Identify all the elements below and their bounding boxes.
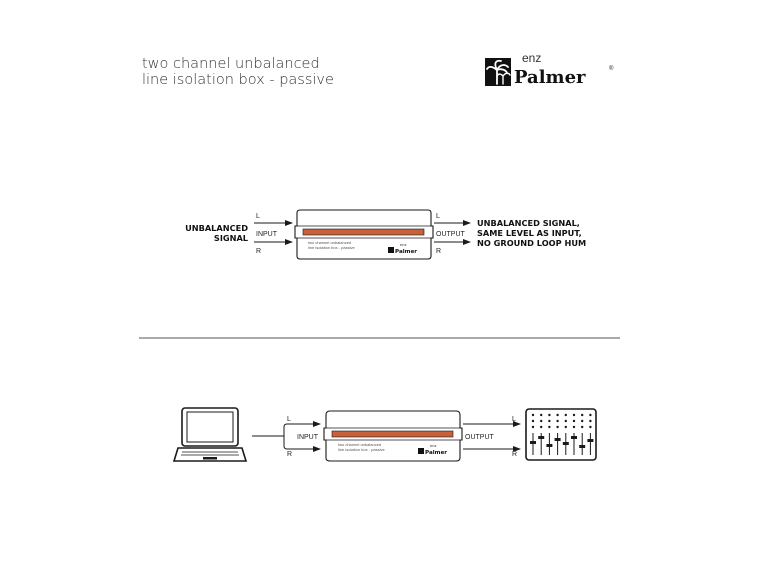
isolation-box-device: two channel unbalanced line isolation bo… bbox=[323, 410, 463, 462]
input-channel-r: R bbox=[287, 451, 292, 458]
accent-stripe bbox=[302, 228, 425, 236]
mixer-knob bbox=[564, 419, 567, 423]
input-channel-l: L bbox=[256, 213, 260, 220]
device-palm-icon bbox=[418, 448, 424, 454]
mixer-knob bbox=[531, 413, 535, 417]
left-label-line-1: UNBALANCED bbox=[185, 223, 248, 233]
mixer-knob bbox=[589, 425, 592, 429]
mixer-fader-cap bbox=[587, 439, 594, 442]
logo-name: Palmer bbox=[514, 67, 586, 88]
mixer-knob bbox=[548, 425, 551, 429]
output-channel-r: R bbox=[436, 248, 441, 255]
diagram-2: L INPUT R two channel unbalanced line is… bbox=[172, 407, 597, 462]
device-logo-name: Palmer bbox=[395, 249, 417, 255]
mixer-fader-cap bbox=[530, 441, 536, 444]
mixer-fader-cap bbox=[546, 444, 553, 447]
mixer-knob bbox=[581, 413, 584, 417]
mixer-knob bbox=[531, 419, 535, 423]
device-logo-prefix: enz bbox=[430, 443, 436, 448]
logo-registered: ® bbox=[609, 65, 614, 72]
title-line-1: two channel unbalanced bbox=[142, 56, 320, 72]
accent-stripe bbox=[331, 430, 454, 438]
output-channel-r: R bbox=[512, 451, 517, 458]
brand-logo: enz Palmer ® bbox=[485, 51, 614, 88]
palm-tree-icon bbox=[485, 58, 511, 86]
mixer-fader-cap bbox=[579, 445, 586, 448]
right-label-line-1: UNBALANCED SIGNAL, bbox=[477, 218, 580, 228]
input-label: INPUT bbox=[256, 231, 278, 238]
output-label: OUTPUT bbox=[465, 434, 495, 441]
left-label-line-2: SIGNAL bbox=[214, 233, 248, 243]
mixer-knob bbox=[556, 425, 559, 429]
mixer-knob bbox=[540, 425, 543, 429]
mixer-knob bbox=[540, 419, 543, 423]
device-text-line-1: two channel unbalanced bbox=[338, 442, 381, 447]
mixer-fader-cap bbox=[538, 436, 545, 439]
mixer-knob bbox=[531, 425, 535, 429]
input-label: INPUT bbox=[297, 434, 319, 441]
output-label: OUTPUT bbox=[436, 231, 466, 238]
right-label-line-2: SAME LEVEL AS INPUT, bbox=[477, 228, 582, 238]
device-text-line-2: line isolation box - passive bbox=[338, 447, 385, 452]
mixer-knob bbox=[556, 419, 559, 423]
device-text-line-2: line isolation box - passive bbox=[308, 245, 355, 250]
mixer-fader-cap bbox=[571, 436, 577, 439]
output-channel-l: L bbox=[512, 416, 516, 423]
output-channel-l: L bbox=[436, 213, 440, 220]
device-logo-name: Palmer bbox=[425, 450, 447, 456]
device-logo-prefix: enz bbox=[400, 242, 406, 247]
input-arrow-r bbox=[283, 436, 321, 452]
mixer-knob bbox=[564, 425, 567, 429]
device-palm-icon bbox=[388, 247, 394, 253]
mixer-knob bbox=[589, 413, 592, 417]
mixer-knob bbox=[556, 413, 559, 417]
input-arrow-l bbox=[283, 421, 321, 436]
mixer-knob bbox=[540, 413, 543, 417]
mixer-knob bbox=[564, 413, 567, 417]
input-channel-l: L bbox=[287, 416, 291, 423]
device-text-line-1: two channel unbalanced bbox=[308, 240, 351, 245]
isolation-box-device: two channel unbalanced line isolation bo… bbox=[294, 209, 434, 260]
mixer-fader-cap bbox=[554, 438, 561, 441]
input-channel-r: R bbox=[256, 248, 261, 255]
diagram-1: UNBALANCED SIGNAL L INPUT R two channel … bbox=[185, 209, 586, 260]
mixer-fader-cap bbox=[562, 442, 569, 445]
mixer-knob bbox=[548, 419, 551, 423]
mixer-knob bbox=[572, 413, 576, 417]
mixer-knob bbox=[572, 425, 576, 429]
mixer-knob bbox=[581, 425, 584, 429]
mixer-knob bbox=[572, 419, 576, 423]
mixer-knob bbox=[548, 413, 551, 417]
mixer-knob bbox=[589, 419, 592, 423]
logo-prefix: enz bbox=[522, 51, 541, 65]
mixer-knob bbox=[581, 419, 584, 423]
title-line-2: line isolation box - passive bbox=[142, 72, 334, 88]
right-label-line-3: NO GROUND LOOP HUM bbox=[477, 238, 586, 248]
laptop-icon bbox=[172, 407, 248, 462]
mixer-icon bbox=[525, 408, 597, 461]
